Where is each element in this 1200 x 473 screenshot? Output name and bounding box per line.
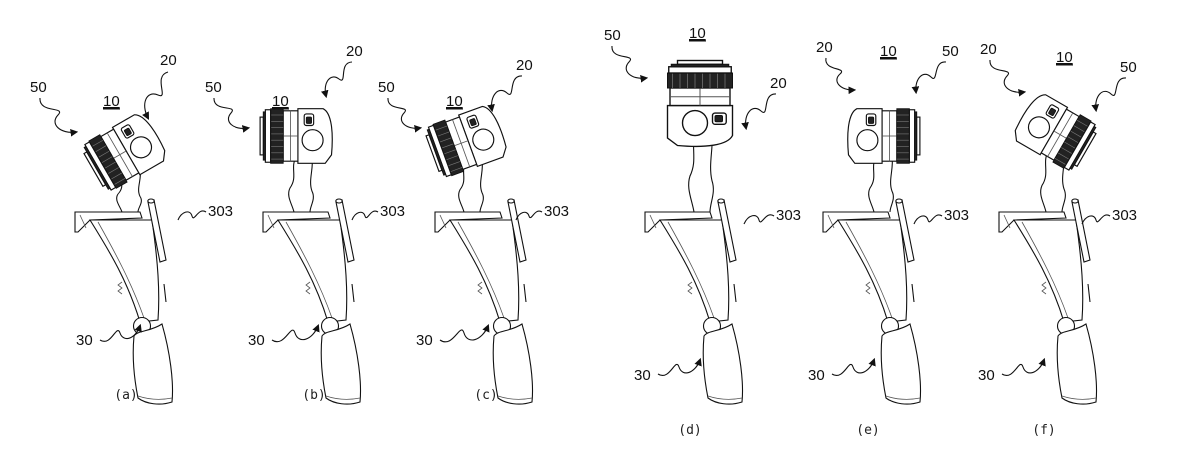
figure-caption: (e) bbox=[856, 423, 879, 438]
handle-drawing bbox=[644, 198, 744, 405]
leader-arrow-handle bbox=[831, 357, 876, 377]
camera-drawing bbox=[666, 59, 734, 148]
leader-line-side-member bbox=[913, 214, 943, 225]
leader-arrow-handle bbox=[657, 357, 702, 377]
ref-label-camera: 20 bbox=[816, 39, 833, 56]
ref-label-assembly: 10 bbox=[1056, 49, 1073, 66]
ref-label-assembly: 10 bbox=[880, 43, 897, 60]
leader-arrow-camera bbox=[487, 75, 523, 113]
figure-panel-e: 10 20 50 303 30 (e) bbox=[808, 39, 969, 438]
ref-label-lens: 50 bbox=[604, 27, 621, 44]
camera-drawing bbox=[422, 102, 511, 180]
ref-label-lens: 50 bbox=[205, 79, 222, 96]
leader-arrow-lens bbox=[611, 45, 649, 83]
leader-line-side-member bbox=[743, 214, 775, 225]
ref-label-handle: 30 bbox=[978, 367, 995, 384]
camera-drawing bbox=[847, 108, 921, 164]
gimbal-arm-drawing bbox=[868, 155, 894, 213]
ref-label-assembly: 10 bbox=[103, 93, 120, 110]
leader-arrow-lens bbox=[911, 61, 947, 95]
handle-drawing bbox=[74, 198, 174, 405]
ref-label-handle: 30 bbox=[76, 332, 93, 349]
leader-arrow-handle bbox=[439, 323, 490, 343]
handle-drawing bbox=[262, 198, 362, 405]
ref-label-side-member: 303 bbox=[380, 203, 405, 220]
leader-arrow-camera bbox=[320, 61, 353, 99]
ref-label-lens: 50 bbox=[378, 79, 395, 96]
ref-label-side-member: 303 bbox=[544, 203, 569, 220]
ref-label-lens: 50 bbox=[1120, 59, 1137, 76]
ref-label-assembly: 10 bbox=[272, 93, 289, 110]
leader-arrow-lens bbox=[39, 97, 79, 137]
camera-drawing bbox=[259, 108, 333, 164]
leader-line-side-member bbox=[177, 210, 207, 221]
figure-caption: (c) bbox=[474, 388, 497, 403]
ref-label-side-member: 303 bbox=[208, 203, 233, 220]
figure-panel-b: 10 20 50 303 30 (b) bbox=[205, 43, 405, 405]
figure-panel-c: 10 20 50 303 30 (c) bbox=[378, 57, 569, 405]
leader-arrow-handle bbox=[271, 323, 320, 343]
leader-arrow-camera bbox=[142, 71, 169, 120]
ref-label-camera: 20 bbox=[980, 41, 997, 58]
leader-arrow-lens bbox=[387, 97, 423, 133]
ref-label-lens: 50 bbox=[30, 79, 47, 96]
ref-label-handle: 30 bbox=[634, 367, 651, 384]
leader-arrow-handle bbox=[99, 323, 142, 342]
ref-label-side-member: 303 bbox=[1112, 207, 1137, 224]
figure-panels: 10 20 50 303 30 (a) 10 20 50 303 30 (b) 10 20 50 303 30 (… bbox=[30, 25, 1137, 438]
ref-label-camera: 20 bbox=[160, 52, 177, 69]
leader-line-side-member bbox=[515, 210, 543, 221]
ref-label-handle: 30 bbox=[416, 332, 433, 349]
ref-label-camera: 20 bbox=[770, 75, 787, 92]
leader-arrow-camera bbox=[989, 59, 1027, 97]
ref-label-camera: 20 bbox=[346, 43, 363, 60]
leader-line-side-member bbox=[351, 210, 379, 221]
ref-label-side-member: 303 bbox=[776, 207, 801, 224]
gimbal-arm-drawing bbox=[288, 155, 314, 213]
ref-label-camera: 20 bbox=[516, 57, 533, 74]
figure-caption: (a) bbox=[114, 388, 137, 403]
leader-arrow-camera bbox=[825, 57, 857, 95]
ref-label-assembly: 10 bbox=[689, 25, 706, 42]
ref-label-handle: 30 bbox=[808, 367, 825, 384]
handle-drawing bbox=[998, 198, 1098, 405]
ref-label-side-member: 303 bbox=[944, 207, 969, 224]
camera-drawing bbox=[1009, 89, 1101, 175]
figure-panel-d: 10 20 50 303 30 (d) bbox=[604, 25, 801, 438]
ref-label-handle: 30 bbox=[248, 332, 265, 349]
figure-caption: (f) bbox=[1032, 423, 1055, 438]
leader-arrow-lens bbox=[213, 97, 251, 133]
leader-line-side-member bbox=[1081, 214, 1111, 225]
handle-drawing bbox=[822, 198, 922, 405]
figure-panel-f: 10 20 50 303 30 (f) bbox=[978, 41, 1137, 438]
camera-drawing bbox=[79, 109, 171, 195]
ref-label-assembly: 10 bbox=[446, 93, 463, 110]
leader-arrow-lens bbox=[1091, 77, 1127, 113]
figure-panel-a: 10 20 50 303 30 (a) bbox=[30, 52, 233, 405]
leader-arrow-camera bbox=[741, 93, 777, 131]
figure-caption: (b) bbox=[302, 388, 325, 403]
leader-arrow-handle bbox=[1001, 357, 1046, 377]
ref-label-lens: 50 bbox=[942, 43, 959, 60]
handle-drawing bbox=[434, 198, 534, 405]
figure-caption: (d) bbox=[678, 423, 701, 438]
